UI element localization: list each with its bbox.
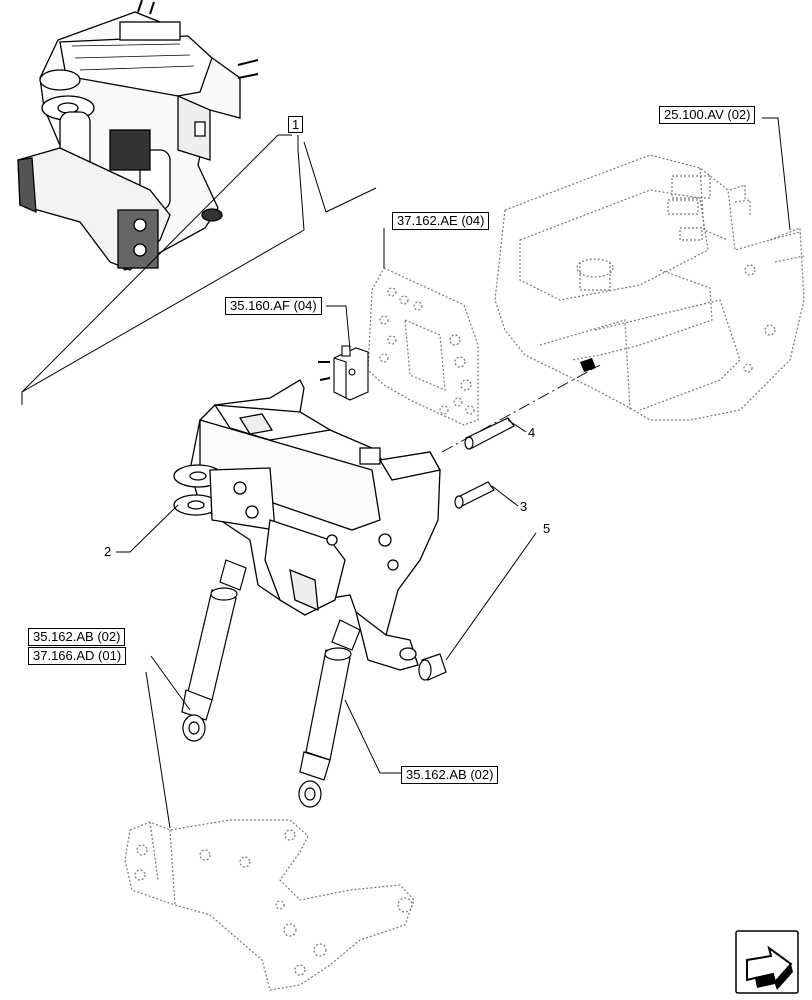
item-number-3[interactable]: 3 [520, 499, 528, 514]
ref-cylinder-right[interactable]: 35.162.AB (02) [401, 766, 499, 784]
item-number-2[interactable]: 2 [104, 544, 112, 559]
item-1-bracket [21, 134, 377, 405]
ref-cylinder-left-1[interactable]: 35.162.AB (02) [28, 628, 126, 646]
axle-support [173, 379, 441, 671]
leader-lines [116, 117, 791, 829]
bushing [418, 653, 447, 681]
item-number-5[interactable]: 5 [543, 521, 551, 536]
hydraulic-cylinder-left [181, 559, 247, 742]
ref-lower-beam[interactable]: 37.166.AD (01) [28, 647, 127, 665]
pins [454, 417, 515, 509]
assembly-thumbnail [17, 0, 259, 271]
lower-axle-beam-ghost [124, 819, 415, 991]
front-frame-ghost [494, 154, 805, 421]
hydraulic-cylinder-right [298, 619, 361, 808]
valve-block [318, 345, 369, 401]
ref-frame[interactable]: 25.100.AV (02) [659, 106, 756, 124]
alignment-line [441, 364, 601, 453]
next-page-arrow-icon[interactable] [735, 930, 799, 994]
item-number-1[interactable]: 1 [288, 116, 304, 133]
frame-pin-hole [580, 358, 596, 372]
mounting-plate-ghost [367, 267, 479, 426]
ref-mounting-plate[interactable]: 37.162.AE (04) [392, 212, 490, 230]
ref-valve-block[interactable]: 35.160.AF (04) [225, 297, 322, 315]
item-number-4[interactable]: 4 [528, 425, 536, 440]
